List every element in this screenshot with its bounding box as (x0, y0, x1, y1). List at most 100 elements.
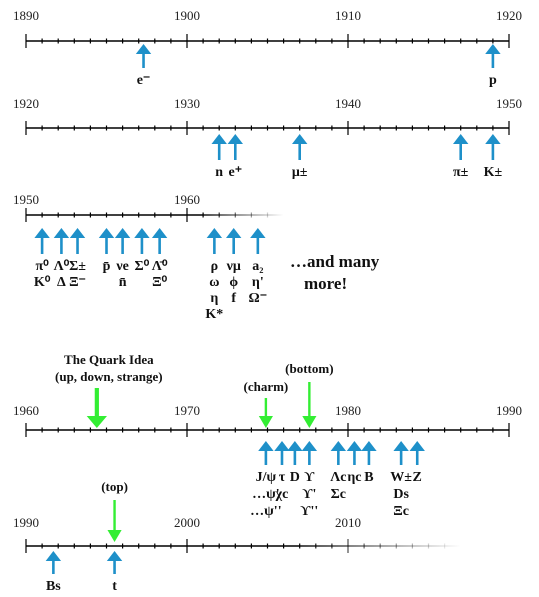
axis-ticks (25, 208, 269, 222)
particle-symbol: Σ⁰ (135, 259, 150, 274)
particle-symbol: K⁰ (34, 275, 51, 290)
particle-symbol: a₂ (252, 259, 263, 274)
idea-arrow (258, 398, 273, 428)
particle-symbol: ω (209, 275, 219, 290)
discovery-arrow (250, 228, 266, 254)
year-label: 1920 (496, 8, 522, 23)
year-label: 1910 (335, 8, 361, 23)
year-label: 2000 (174, 515, 200, 530)
particle-symbol: Ξ⁻ (69, 275, 86, 290)
idea-arrow (302, 382, 317, 428)
particle-discovery: π± (453, 134, 469, 180)
particle-symbol: Bs (46, 579, 61, 594)
discovery-arrow (409, 441, 425, 465)
year-label: 1990 (496, 403, 522, 418)
discovery-arrow (330, 441, 347, 465)
discovery-arrow (151, 228, 168, 254)
particle-discovery: t (106, 551, 123, 594)
axis-fade (203, 214, 284, 216)
particle-symbol: e⁺ (228, 165, 242, 180)
discovery-arrow (287, 441, 303, 465)
particle-symbol: ϒ'' (300, 504, 318, 519)
discovery-arrow (485, 134, 501, 160)
particle-symbol: η' (252, 275, 264, 290)
discovery-arrow (45, 551, 62, 574)
year-label: 1990 (13, 515, 39, 530)
particle-discovery: Z (409, 441, 425, 485)
year-label: 1960 (174, 192, 200, 207)
particle-symbol: K± (484, 165, 503, 180)
discovery-arrow (98, 228, 115, 254)
particle-discovery: n (211, 134, 227, 180)
particle-discovery: Σ⁰ (134, 228, 150, 274)
particle-symbol: ϒ (304, 470, 315, 485)
year-label: 1980 (335, 403, 361, 418)
particle-discovery: p̄ (98, 228, 115, 274)
particle-symbol: …ψ'' (250, 504, 281, 519)
particle-symbol: K* (205, 307, 223, 322)
particle-symbol: ρ (211, 259, 219, 274)
discovery-arrow (485, 44, 501, 68)
particle-discovery: Bs (45, 551, 62, 594)
particle-discovery: Σ±Ξ⁻ (69, 228, 86, 290)
particle-symbol: ηc (347, 470, 361, 485)
discovery-arrow (135, 44, 152, 68)
particle-symbol: …ψ' (252, 487, 280, 502)
particle-discovery: νen̄ (114, 228, 131, 290)
year-label: 1940 (335, 96, 361, 111)
annotation-text: (up, down, strange) (55, 369, 163, 384)
discovery-arrow (361, 441, 377, 465)
annotation-text: (charm) (244, 379, 289, 394)
particle-symbol: Ω⁻ (249, 291, 268, 306)
particle-discovery: Λ⁰Δ (54, 228, 70, 290)
discovery-arrow (206, 228, 223, 254)
year-label: 2010 (335, 515, 361, 530)
discovery-arrow (114, 228, 131, 254)
year-label: 1950 (496, 96, 522, 111)
particle-symbol: Z (413, 470, 422, 485)
particle-symbol: νμ (226, 259, 241, 274)
particle-symbol: ϕ (229, 275, 238, 290)
particle-discovery: D (287, 441, 303, 485)
particle-symbol: J/ψ (256, 470, 277, 485)
discovery-arrow (106, 551, 123, 574)
particle-symbol: p (489, 73, 497, 88)
discovery-arrow (274, 441, 290, 465)
particle-symbol: Λ⁰ (54, 259, 70, 274)
particle-symbol: B (364, 470, 373, 485)
particle-symbol: π± (453, 165, 469, 180)
idea-annotation: The Quark Idea(up, down, strange) (55, 352, 163, 428)
particle-discovery: ϒϒ'ϒ'' (300, 441, 318, 519)
particle-symbol: νe (115, 259, 128, 274)
idea-annotation: (charm) (244, 379, 289, 428)
particle-symbol: τ (279, 470, 286, 485)
particle-symbol: n (215, 165, 223, 180)
particle-symbol: D (290, 470, 300, 485)
year-label: 1930 (174, 96, 200, 111)
particle-discovery: τχc (274, 441, 290, 502)
particle-discovery: B (361, 441, 377, 485)
particle-symbol: Λ̄⁰ (152, 259, 168, 274)
discovery-arrow (393, 441, 409, 465)
particle-symbol: t (112, 579, 117, 594)
more-text: …and many (290, 252, 380, 271)
discovery-arrow (69, 228, 86, 254)
particle-symbol: Σc (331, 487, 346, 502)
discovery-arrow (227, 134, 243, 160)
particle-symbol: η (210, 291, 218, 306)
particle-symbol: Σ± (69, 259, 86, 274)
particle-symbol: f (231, 291, 236, 306)
particle-symbol: π⁰ (35, 259, 49, 274)
axis-ticks (25, 539, 446, 553)
year-label: 1950 (13, 192, 39, 207)
particle-discovery: p (485, 44, 501, 88)
axis-ticks (25, 121, 510, 135)
discovery-arrow (53, 228, 70, 254)
discovery-arrow (225, 228, 242, 254)
